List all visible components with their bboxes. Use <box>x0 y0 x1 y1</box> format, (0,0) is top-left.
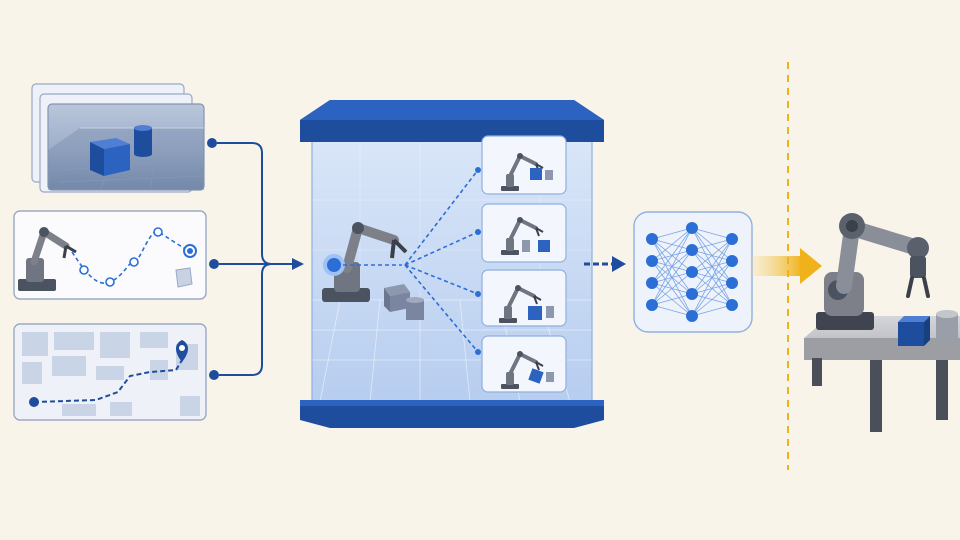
nn-edge <box>651 227 693 262</box>
rollout-thumbnail-1 <box>481 135 567 195</box>
map-route-pin-icon <box>13 323 207 421</box>
nn-edge <box>691 282 733 317</box>
nn-node <box>646 255 658 267</box>
nn-node <box>686 244 698 256</box>
neural-network-icon <box>633 211 753 333</box>
nn-edge <box>651 271 693 306</box>
rollout-link-ends <box>475 167 481 355</box>
nn-edge <box>691 304 733 317</box>
nn-node <box>646 233 658 245</box>
nn-edge <box>691 227 733 240</box>
robot-arm-trajectory-icon <box>13 210 207 300</box>
scene-image-stack-icon <box>31 83 205 193</box>
origin-node <box>323 254 345 276</box>
sim-to-model-arrow <box>584 256 626 272</box>
rollout-thumbnail-2 <box>481 203 567 263</box>
nn-edge <box>691 238 733 251</box>
trajectory-output-port <box>209 259 219 269</box>
nn-node <box>726 255 738 267</box>
merge-arrowhead <box>292 258 304 270</box>
real-robot-arm-icon <box>804 213 960 432</box>
nn-node <box>726 277 738 289</box>
nn-node <box>726 299 738 311</box>
nn-edge <box>651 227 693 284</box>
rollout-thumbnail-4 <box>481 335 567 393</box>
nn-node <box>686 310 698 322</box>
rollout-thumbnail-3 <box>481 269 567 327</box>
simulated-robot-arm <box>322 222 424 320</box>
nn-edge <box>691 238 733 295</box>
nn-edge <box>691 238 733 317</box>
nn-edge <box>691 238 733 273</box>
scene-output-port <box>207 138 217 148</box>
nn-node <box>646 299 658 311</box>
map-output-port <box>209 370 219 380</box>
nn-node <box>686 288 698 300</box>
rollout-links <box>343 169 479 353</box>
nn-edge <box>691 260 733 317</box>
nn-edge <box>651 293 693 306</box>
nn-edge <box>651 227 693 306</box>
nn-edge <box>651 249 693 306</box>
nn-node <box>686 266 698 278</box>
nn-edge <box>651 227 693 240</box>
nn-node <box>646 277 658 289</box>
handoff-arrow <box>752 248 822 284</box>
nn-node <box>726 233 738 245</box>
nn-node <box>686 222 698 234</box>
input-merge-connectors <box>217 142 292 376</box>
nn-edge <box>651 304 693 317</box>
